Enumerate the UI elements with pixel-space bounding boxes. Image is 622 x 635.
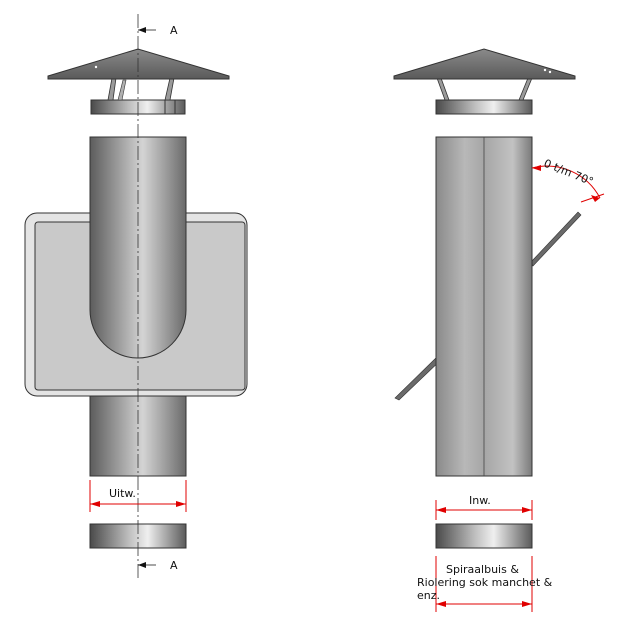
angle-label: 0 t/m 70° [542,157,595,189]
note-line-1: Spiraalbuis & [446,563,519,576]
note-line-2: Riolering sok manchet & [417,576,553,589]
note-line-3: enz. [417,589,440,602]
uitw-label: Uitw. [109,487,136,500]
section-label-bottom: A [170,559,178,572]
side-rain-cap [393,48,576,80]
front-view [24,14,248,580]
side-bottom-socket [435,523,533,549]
inw-label: Inw. [469,494,491,507]
side-cap-collar [435,99,533,115]
rain-cap [47,48,230,80]
angle-arc [531,165,601,199]
section-label-top: A [170,24,178,37]
side-view [393,48,605,612]
